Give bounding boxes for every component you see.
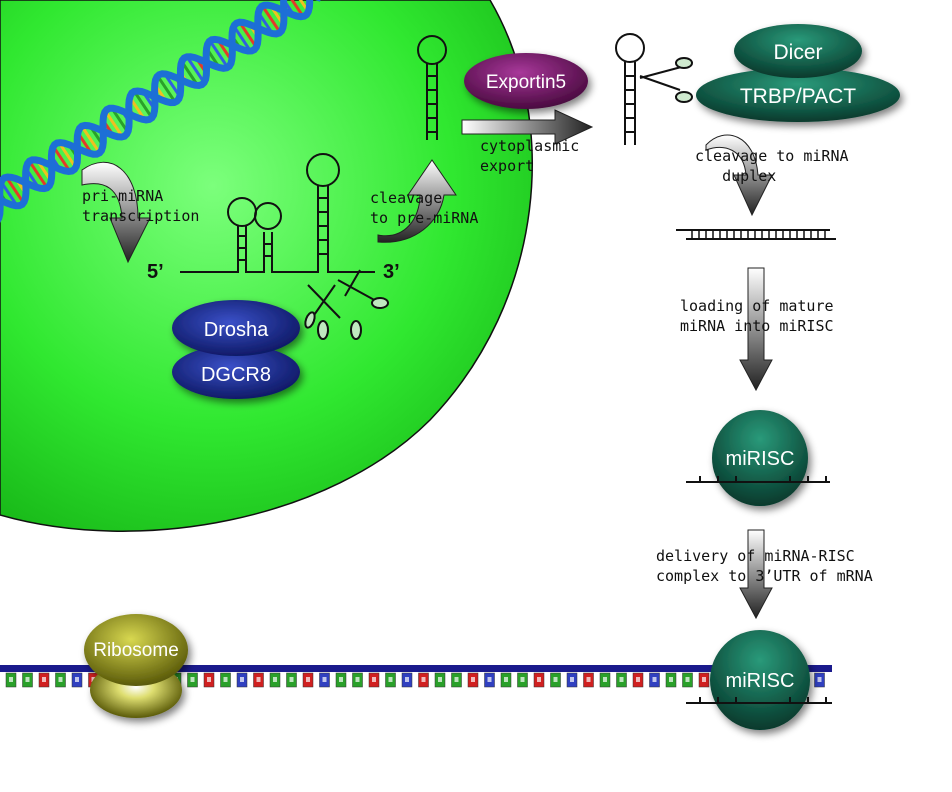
dna-base-pair <box>290 0 305 18</box>
dna-base-pair <box>238 21 258 49</box>
loading-arrow-icon <box>739 267 773 392</box>
three-prime-label: 3’ <box>383 261 400 283</box>
exportin5-protein <box>464 53 588 109</box>
codon-tag-mark <box>586 677 591 682</box>
codon-tag-mark <box>256 677 261 682</box>
dgcr8-protein <box>172 345 300 399</box>
ribosome-label: Ribosome <box>93 640 179 661</box>
drosha-label: Drosha <box>204 319 269 341</box>
codon-tag-mark <box>553 677 558 682</box>
dna-helix-icon <box>0 0 321 223</box>
delivery-label: delivery of miRNA-RISC complex to 3’UTR … <box>656 547 873 585</box>
codon-tag-mark <box>223 677 228 682</box>
codon-tag-mark <box>207 677 211 682</box>
codon-tag-mark <box>702 677 706 682</box>
pri-mirna-transcript <box>180 153 375 273</box>
codon-tag-mark <box>438 677 442 682</box>
loading-mirisc-label: loading of mature miRNA into miRISC <box>680 297 834 335</box>
dicer-substrate-hairpin <box>615 33 645 145</box>
codon-tag-mark <box>520 677 525 682</box>
cleavage-up-arrow-icon <box>377 159 457 243</box>
codon-tag-mark <box>289 677 294 682</box>
cytoplasmic-export-label: cytoplasmic export <box>480 137 580 175</box>
dna-base-pair <box>208 39 229 69</box>
codon-tag-mark <box>570 677 574 682</box>
pre-mirna-hairpin <box>417 35 447 140</box>
codon-tag-mark <box>25 677 30 682</box>
codon-tag-mark <box>190 677 195 682</box>
trbp-pact-protein <box>696 68 900 122</box>
codon-tag-mark <box>669 677 673 682</box>
exportin5-label: Exportin5 <box>486 72 566 93</box>
pri-mirna-transcription-label: pri-miRNA transcription <box>82 187 200 225</box>
scissors-icon <box>304 284 341 340</box>
dna-base-pair <box>52 145 72 173</box>
codon-tag-mark <box>42 677 46 682</box>
dicer-label: Dicer <box>773 41 822 64</box>
duplex-arrow-icon <box>705 134 773 217</box>
codon-tag-mark <box>240 677 244 682</box>
cleavage-duplex-label: cleavage to miRNA duplex <box>695 147 849 185</box>
dna-base-pair <box>133 90 154 119</box>
dna-base-pair <box>5 176 25 204</box>
dna-base-pair <box>185 55 206 84</box>
codon-tag-mark <box>454 677 459 682</box>
codon-tag-mark <box>372 677 376 682</box>
dna-base-pair <box>156 75 177 104</box>
codon-tag-mark <box>405 677 409 682</box>
trbp-pact-label: TRBP/PACT <box>740 85 856 108</box>
codon-tag-mark <box>619 677 624 682</box>
codon-tag-mark <box>817 677 822 682</box>
codon-tag-mark <box>58 677 63 682</box>
five-prime-label: 5’ <box>147 261 164 283</box>
codon-tag-mark <box>421 677 426 682</box>
mirisc-complex-bound <box>710 630 810 730</box>
dna-base-pair <box>28 160 49 189</box>
ribosome <box>84 614 188 718</box>
codon-tag-mark <box>504 677 508 682</box>
codon-tag-mark <box>9 677 13 682</box>
codon-tag-mark <box>603 677 607 682</box>
drosha-protein <box>172 300 300 356</box>
dna-base-pair <box>261 5 282 34</box>
codon-tag-mark <box>273 677 277 682</box>
transcription-arrow-icon <box>81 161 151 264</box>
mirna-duplex <box>676 229 836 240</box>
dna-base-pair <box>232 25 252 52</box>
codon-tag-mark <box>487 677 492 682</box>
codon-tag-mark <box>306 677 310 682</box>
mirisc-target-strand <box>686 697 832 704</box>
scissors-icon <box>337 269 389 340</box>
codon-tag-mark <box>75 677 79 682</box>
codon-tag-mark <box>636 677 640 682</box>
codon-tag-mark <box>322 677 327 682</box>
export-arrow-icon <box>461 109 594 145</box>
nucleus <box>0 0 533 532</box>
mirisc-bound-label: miRISC <box>726 670 795 692</box>
codon-tag-mark <box>652 677 657 682</box>
mirisc-mrna-strand <box>686 476 830 483</box>
dgcr8-label: DGCR8 <box>201 364 271 386</box>
dna-base-pair <box>57 141 77 169</box>
codon-tag-mark <box>471 677 475 682</box>
scissors-icon <box>639 57 693 103</box>
dicer-protein <box>734 24 862 78</box>
dna-base-pair <box>80 125 101 154</box>
cleavage-pre-mirna-label: cleavage to pre-miRNA <box>370 189 479 227</box>
dna-base-pair <box>298 0 310 13</box>
codon-tag-mark <box>388 677 393 682</box>
mirisc-label: miRISC <box>726 448 795 470</box>
dna-base-pair <box>104 110 124 138</box>
dna-base-pair <box>180 60 199 87</box>
delivery-arrow-icon <box>739 529 773 620</box>
codon-tag-mark <box>339 677 343 682</box>
codon-tag-mark <box>685 677 690 682</box>
codon-tag-mark <box>537 677 541 682</box>
codon-tag-mark <box>355 677 360 682</box>
